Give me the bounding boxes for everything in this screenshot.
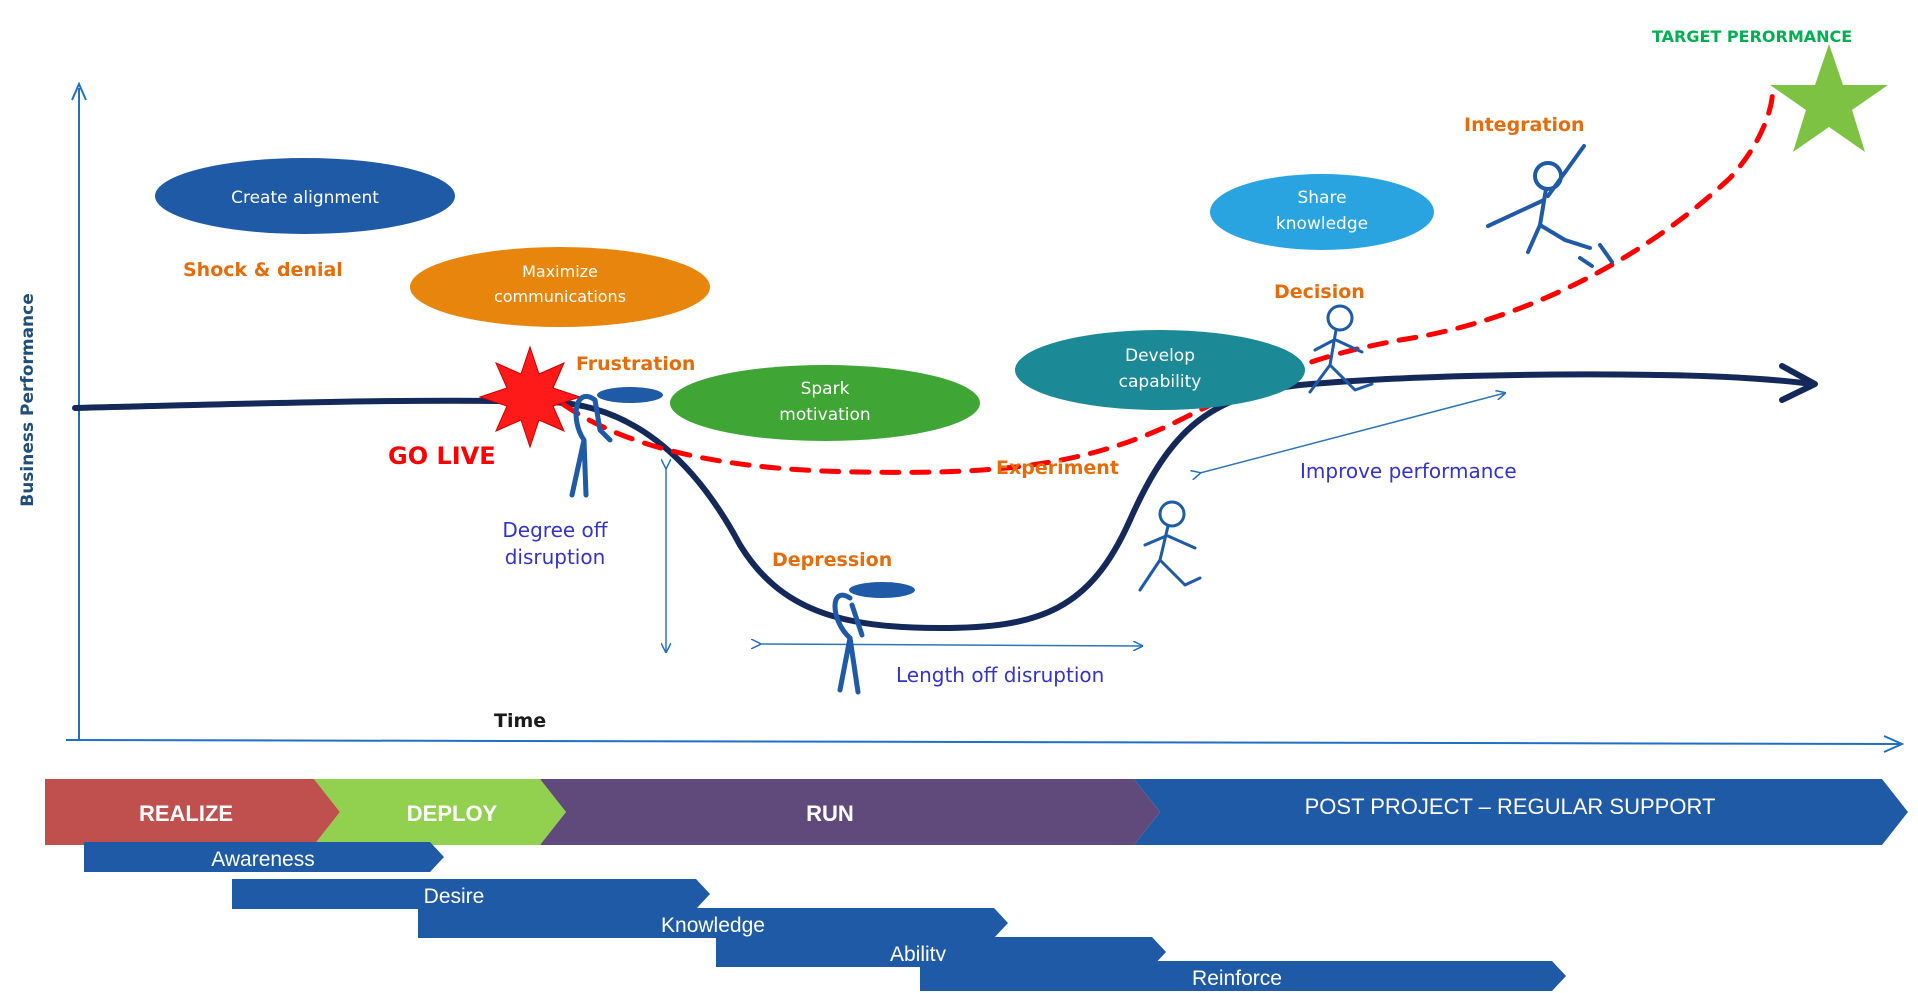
depressed-figure-icon bbox=[832, 582, 915, 695]
phase-deploy-label: DEPLOY bbox=[407, 801, 498, 826]
y-axis-arrow-icon bbox=[71, 81, 87, 101]
phase-realize: REALIZE bbox=[45, 779, 340, 845]
x-axis-label: Time bbox=[494, 710, 546, 732]
adkar-knowledge: Knowledge bbox=[418, 908, 1008, 938]
target-star-icon bbox=[1770, 44, 1888, 152]
phase-run-label: RUN bbox=[806, 801, 854, 826]
emotion-experiment: Experiment bbox=[996, 457, 1119, 479]
target-dashed-curve bbox=[537, 83, 1775, 475]
adkar-desire-label: Desire bbox=[424, 885, 485, 908]
go-live-label: GO LIVE bbox=[388, 442, 496, 470]
phase-post-project-label: POST PROJECT – REGULAR SUPPORT bbox=[1305, 794, 1716, 819]
length-disruption-label: Length off disruption bbox=[896, 663, 1104, 687]
performance-curve-arrow-icon bbox=[1779, 363, 1818, 403]
emotion-integration: Integration bbox=[1464, 114, 1585, 136]
phase-post-project: POST PROJECT – REGULAR SUPPORT bbox=[1134, 779, 1908, 845]
communications-text-line1: Maximize bbox=[522, 262, 598, 281]
communications-text-line2: communications bbox=[494, 287, 626, 306]
create-alignment-bubble: Create alignment bbox=[155, 158, 455, 234]
develop-capability-bubble: Develop capability bbox=[1015, 330, 1305, 410]
frustrated-figure-icon bbox=[569, 387, 663, 498]
knowledge-text-line1: Share bbox=[1297, 188, 1346, 208]
adkar-awareness-label: Awareness bbox=[211, 848, 315, 871]
adkar-ability: Ability bbox=[716, 937, 1166, 967]
emotion-decision: Decision bbox=[1274, 281, 1365, 303]
y-axis-label: Business Performance bbox=[18, 293, 38, 507]
adkar-ability-label: Ability bbox=[890, 943, 947, 966]
improve-performance-arrow bbox=[1200, 393, 1505, 473]
improve-performance-label: Improve performance bbox=[1300, 459, 1517, 483]
emotion-shock-denial: Shock & denial bbox=[183, 259, 343, 281]
degree-disruption-line1: Degree off bbox=[502, 518, 608, 542]
create-alignment-text: Create alignment bbox=[231, 188, 379, 208]
motivation-text-line2: motivation bbox=[779, 405, 870, 425]
length-disruption-arrow bbox=[760, 644, 1142, 646]
phase-deploy: DEPLOY bbox=[314, 779, 566, 845]
capability-text-line2: capability bbox=[1119, 372, 1202, 392]
phase-realize-label: REALIZE bbox=[139, 801, 233, 826]
spark-motivation-bubble: Spark motivation bbox=[670, 365, 980, 441]
degree-disruption-line2: disruption bbox=[505, 545, 606, 569]
running-figure-icon bbox=[1138, 500, 1202, 592]
adkar-awareness: Awareness bbox=[84, 842, 444, 872]
running-figure-icon-2 bbox=[1308, 304, 1374, 394]
go-live-burst-icon bbox=[478, 345, 582, 449]
capability-text-line1: Develop bbox=[1125, 346, 1195, 366]
jumping-figure-icon bbox=[1486, 144, 1614, 268]
maximize-communications-bubble: Maximize communications bbox=[410, 247, 710, 327]
motivation-text-line1: Spark bbox=[801, 379, 850, 399]
share-knowledge-bubble: Share knowledge bbox=[1210, 174, 1434, 250]
target-label: TARGET PERORMANCE bbox=[1652, 27, 1852, 46]
adkar-knowledge-label: Knowledge bbox=[661, 914, 765, 937]
adkar-reinforce: Reinforce bbox=[920, 961, 1566, 991]
phase-run: RUN bbox=[540, 779, 1160, 845]
x-axis-arrow-icon bbox=[1883, 735, 1905, 753]
knowledge-text-line2: knowledge bbox=[1276, 214, 1368, 234]
x-axis bbox=[65, 739, 1901, 745]
adkar-desire: Desire bbox=[232, 879, 710, 909]
emotion-depression: Depression bbox=[772, 549, 892, 571]
emotion-frustration: Frustration bbox=[576, 353, 695, 375]
adkar-reinforce-label: Reinforce bbox=[1192, 967, 1282, 990]
